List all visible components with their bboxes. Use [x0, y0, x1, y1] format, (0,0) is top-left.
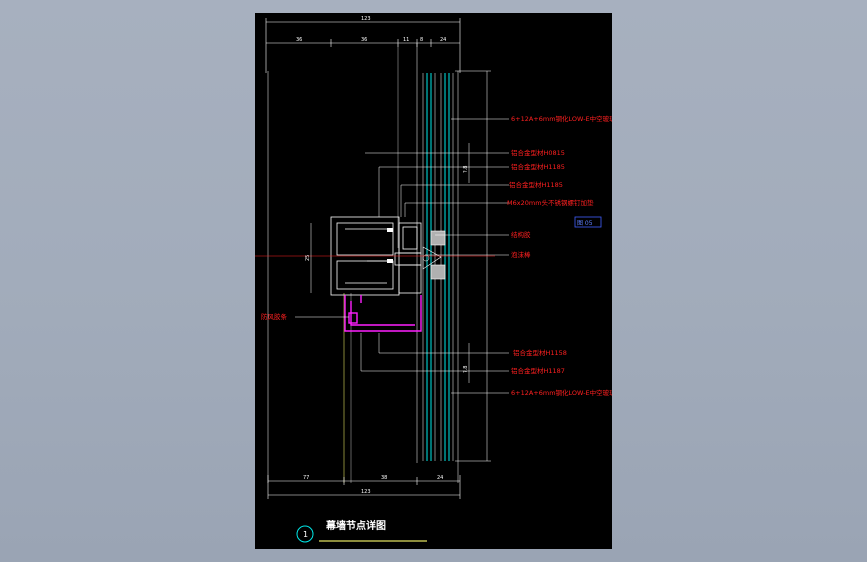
extension-lines: [267, 71, 459, 483]
leader-lines: [295, 118, 509, 394]
drawing-title: 幕墙节点详图: [325, 519, 386, 532]
bottom-dim-1: 77: [303, 475, 309, 481]
label-profile-h1158: 铝合金型材H1158: [513, 348, 567, 357]
label-profile-h1185-a: 铝合金型材H1185: [511, 162, 565, 171]
label-glass-upper: 6+12A+6mm钢化LOW-E中空玻璃: [511, 114, 612, 123]
right-dimensions: [455, 70, 491, 462]
lower-profile: [344, 295, 422, 332]
label-glass-lower: 6+12A+6mm钢化LOW-E中空玻璃: [511, 388, 612, 397]
left-dim: 25: [305, 255, 311, 261]
top-dimensions: [265, 18, 461, 73]
silicone-blocks: [422, 230, 446, 280]
label-profile-h1185-b: 铝合金型材H1185: [509, 180, 563, 189]
bottom-overall-dim: 123: [361, 489, 371, 495]
right-dim-lower: ?.8: [463, 366, 469, 373]
top-dim-3: 11: [403, 37, 409, 43]
bottom-dim-2: 38: [381, 475, 387, 481]
label-screw: M6x20mm头不锈钢螺钉加垫: [507, 198, 594, 207]
label-foam-rod: 泡沫棒: [511, 250, 531, 259]
bottom-dim-3: 24: [437, 475, 443, 481]
top-overall-dim: 123: [361, 16, 371, 22]
bottom-dimensions: [267, 475, 461, 499]
top-dim-4: 8: [420, 37, 423, 43]
top-dim-2: 36: [361, 37, 367, 43]
curtain-wall-detail-drawing: 123 36 36 11 8 24: [255, 16, 612, 543]
label-profile-h0815: 铝合金型材H0815: [511, 148, 565, 157]
top-dim-5: 24: [440, 37, 446, 43]
tag-box-text: 图 05: [577, 220, 593, 227]
label-structural-silicone: 结构胶: [511, 230, 531, 239]
right-dim-upper: ?.8: [463, 166, 469, 173]
drawing-sheet: 123 36 36 11 8 24: [255, 13, 612, 549]
label-weather-strip: 防风胶条: [261, 312, 288, 321]
section-mark-circle: [296, 525, 314, 543]
tag-box: [574, 216, 602, 228]
section-mark-number: 1: [303, 530, 308, 539]
top-dim-1: 36: [296, 37, 302, 43]
label-profile-h1187: 铝合金型材H1187: [511, 366, 565, 375]
